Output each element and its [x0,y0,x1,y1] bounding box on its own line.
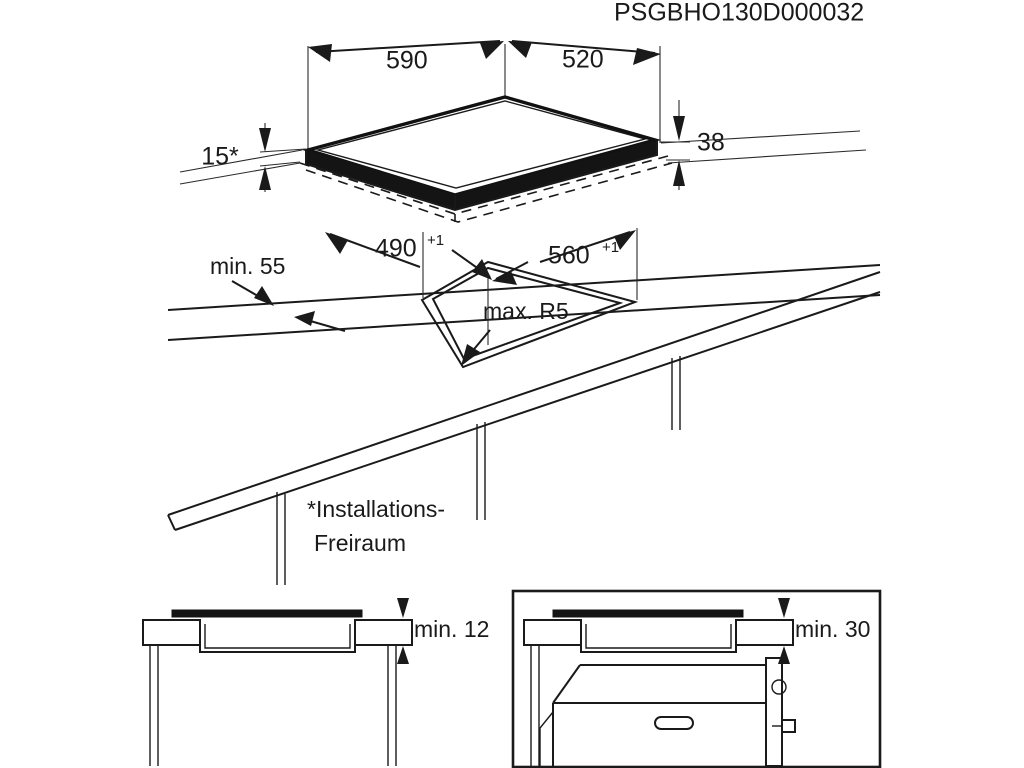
worktop-line-left-lower [179,162,301,185]
left-section-worktop-slab-right [354,619,413,646]
annotation-max-R5-label: max. R5 [483,298,569,324]
dimension-min-12: min. 12 [397,598,489,664]
worktop-front-mid-edge [174,291,881,531]
dimension-490-tolerance: +1 [427,232,444,249]
left-section-hob-body [199,620,356,653]
dimension-15-clearance: 15* [201,123,307,192]
dimension-560-label: 560 [548,242,590,270]
right-section-mounting-panel [765,657,796,767]
dimension-490-label: 490 [375,235,417,263]
left-section-cabinet-legs [149,645,397,766]
worktop-front-left-cap [167,514,176,531]
dimension-15-label: 15* [201,143,239,171]
right-section-cabinet-legs [530,645,540,766]
dimension-min-30-label: min. 30 [795,616,870,642]
left-section-hob-body-inner [204,624,351,649]
right-section-oven [539,664,767,766]
cross-section-right: min. 30 [511,589,882,768]
dimension-490: 490 +1 [325,232,492,298]
footnote-line-1: *Installations- [307,496,445,522]
worktop-back-edge [167,264,881,311]
dimension-590-label: 590 [386,47,428,75]
left-section-hob-glass [171,609,363,618]
right-section-hob-body-inner [585,624,732,649]
hob-isometric-view: 590 520 [179,40,867,223]
dimension-560-tolerance: +1 [602,239,619,256]
footnote-line-2: Freiraum [314,530,406,556]
right-section-worktop-slab-left [523,619,582,646]
hob-top-inset [315,100,648,189]
oven-door-handle [654,716,694,730]
drawing-code-label: PSGBHO130D000032 [614,0,864,27]
footnote-block: *Installations- Freiraum [307,496,445,556]
worktop-front-top-edge [167,271,881,516]
right-section-hob-body [580,620,737,653]
annotation-max-R5: max. R5 [461,298,569,366]
dimension-520: 520 [508,40,661,74]
worktop-line-left-upper [179,149,303,173]
worktop-back-edge-lower [167,294,881,341]
dimension-min-12-label: min. 12 [414,616,489,642]
dimension-590: 590 [308,40,504,75]
worktop-cutout-view: 490 +1 560 +1 min. 55 max. R5 [167,228,881,585]
left-section-worktop-slab-left [142,619,201,646]
hob-cutout-dashed-outline [299,155,673,223]
right-section-frame [511,589,882,768]
worktop-line-right-upper [660,130,861,144]
dimension-38-label: 38 [697,129,725,157]
worktop-line-right-lower [667,149,867,164]
dimension-38-height: 38 [660,100,725,190]
cabinet-vertical-edges [276,356,681,585]
dimension-520-label: 520 [562,46,604,74]
dimension-min-30: min. 30 [778,598,870,664]
right-section-hob-glass [552,609,744,618]
cross-section-left: min. 12 [142,598,489,766]
right-section-worktop-slab-right [735,619,794,646]
dimension-min-55-label: min. 55 [210,253,285,279]
dimension-min-55: min. 55 [210,253,346,332]
dimension-560: 560 +1 [492,228,638,300]
hob-witness-lines [307,44,661,150]
